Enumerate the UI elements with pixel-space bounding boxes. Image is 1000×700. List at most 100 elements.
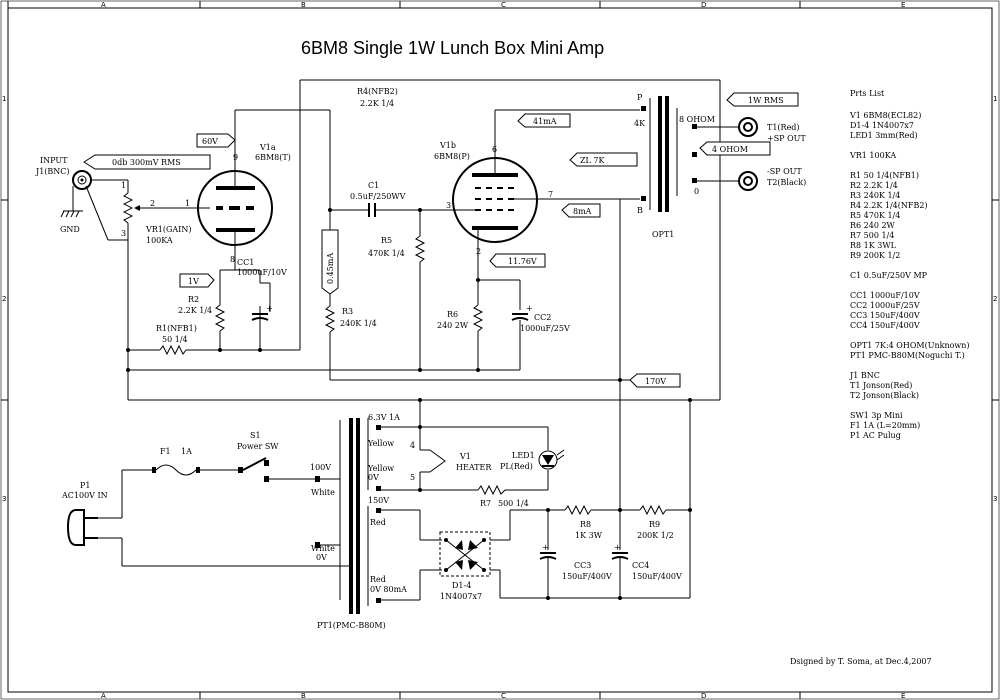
pt-150v: 150V — [368, 496, 389, 505]
fuse-name: F1 — [160, 447, 171, 456]
pt-red-2: Red — [370, 575, 386, 584]
bridge-rectifier: D1-4 1N4007x7 — [439, 531, 491, 601]
pt-yellow-2: Yellow — [367, 464, 394, 473]
parts-list-line: P1 AC Pulug — [850, 431, 901, 440]
v1a-pin9: 9 — [233, 153, 238, 162]
heater-symbol — [429, 449, 446, 473]
cc3-name: CC3 — [574, 561, 591, 570]
v1b-screen-flag-shape — [561, 203, 601, 218]
v1a-pin1: 1 — [185, 199, 190, 208]
grid-row-1-left: 1 — [2, 95, 6, 103]
cc2-value: 1000uF/25V — [520, 324, 570, 333]
r1-name: R1(NFB1) — [156, 324, 197, 333]
vr1-pin3: 3 — [121, 229, 126, 238]
v1a-plate-flag: 60V — [202, 137, 218, 146]
parts-list-line: LED1 3mm(Red) — [850, 131, 918, 140]
cc3-capacitor: + — [539, 543, 557, 560]
pt-red-1: Red — [370, 518, 386, 527]
svg-text:+: + — [542, 543, 549, 552]
r5-name: R5 — [381, 236, 392, 245]
diode-value: 1N4007x7 — [440, 592, 482, 601]
vr1-name: VR1(GAIN) — [145, 225, 191, 234]
gnd-symbol: GND — [60, 186, 83, 234]
sheet-border — [7, 7, 993, 693]
parts-list-line: T1 Jonson(Red) — [850, 381, 912, 390]
r2-resistor — [214, 304, 226, 332]
r6-name: R6 — [447, 310, 458, 319]
r2-name: R2 — [188, 295, 199, 304]
pt-heater-0v: 0V — [368, 473, 379, 482]
cc1-capacitor: + — [251, 304, 273, 321]
heater-pin5: 5 — [410, 473, 415, 482]
r9-resistor — [639, 504, 667, 516]
r5-value: 470K 1/4 — [368, 249, 405, 258]
parts-list-line: R6 240 2W — [850, 221, 896, 230]
parts-list: Prts List V1 6BM8(ECL82)D1-4 1N4007x7LED… — [849, 89, 970, 440]
v1b-pin2: 2 — [476, 247, 481, 256]
led-label: PL(Red) — [500, 462, 533, 471]
b-plus-flag-shape — [629, 373, 681, 388]
grid-row-1-right: 1 — [993, 95, 997, 103]
svg-text:+: + — [266, 304, 273, 313]
t1-speaker-terminal — [738, 117, 758, 137]
opt1-p-value: 4K — [634, 119, 646, 128]
plug-name: P1 — [80, 481, 90, 490]
fuse-value: 1A — [181, 447, 192, 456]
grid-col-b-bottom: B — [301, 692, 306, 700]
schematic-title: 6BM8 Single 1W Lunch Box Mini Amp — [301, 38, 604, 58]
fuse-f1: F1 1A — [152, 447, 200, 476]
parts-list-line: R3 240K 1/4 — [850, 191, 900, 200]
parts-list-line: J1 BNC — [849, 371, 880, 380]
v1b-pentode: 6 3 7 2 V1b 6BM8(P) — [434, 141, 553, 256]
power-switch-s1: S1 Power SW — [237, 431, 279, 482]
grid-row-2-left: 2 — [2, 295, 6, 303]
heater-name: V1 — [459, 452, 471, 461]
vr1-pin1: 1 — [121, 181, 126, 190]
v1b-type: 6BM8(P) — [434, 152, 470, 161]
cc4-value: 150uF/400V — [632, 572, 682, 581]
r1-resistor — [159, 344, 187, 356]
parts-list-heading: Prts List — [850, 89, 885, 98]
grid-col-a-bottom: A — [101, 692, 106, 700]
r2-value: 2.2K 1/4 — [178, 306, 212, 315]
grid-col-b-top: B — [301, 1, 306, 9]
r3-name: R3 — [342, 307, 353, 316]
c1-capacitor — [368, 203, 376, 217]
parts-list-line: CC4 150uF/400V — [850, 321, 920, 330]
r7-resistor — [477, 484, 506, 496]
pt1-name: PT1(PMC-B80M) — [317, 621, 386, 630]
grid-row-3-right: 3 — [993, 495, 997, 503]
pt-white-1: White — [311, 488, 335, 497]
v1b-cathode-flag: 11.76V — [508, 257, 537, 266]
cc2-name: CC2 — [534, 313, 551, 322]
parts-list-line: R8 1K 3WL — [850, 241, 897, 250]
parts-list-line: C1 0.5uF/250V MP — [850, 271, 928, 280]
v1b-plate-flag-shape — [517, 113, 571, 128]
diode-name: D1-4 — [452, 581, 471, 590]
cc2-capacitor: + — [511, 304, 533, 321]
sp-plus-label: +SP OUT — [767, 134, 806, 143]
t1-label: T1(Red) — [767, 123, 800, 132]
r8-value: 1K 3W — [575, 531, 603, 540]
pt-heater-rating: 6.3V 1A — [368, 413, 400, 422]
input-jack: INPUT J1(BNC) — [35, 156, 92, 190]
grid-col-a-top: A — [101, 1, 106, 9]
v1b-plate-current: 41mA — [533, 117, 557, 126]
cc1-name: CC1 — [237, 258, 254, 267]
parts-list-line: R4 2.2K 1/4(NFB2) — [850, 201, 928, 210]
cc4-name: CC4 — [632, 561, 649, 570]
opt1-zero: 0 — [694, 187, 699, 196]
heater-pin4: 4 — [410, 441, 415, 450]
grid-col-e-bottom: E — [901, 692, 905, 700]
parts-list-line: R1 50 1/4(NFB1) — [850, 171, 919, 180]
led1-indicator — [538, 449, 565, 470]
r6-resistor — [472, 304, 484, 332]
grid-col-d-top: D — [701, 1, 706, 9]
plug-label: AC100V IN — [61, 491, 108, 500]
parts-list-line: OPT1 7K:4 OHOM(Unknown) — [850, 341, 970, 350]
input-jack-name: J1(BNC) — [35, 167, 70, 176]
r7-name: R7 — [480, 499, 491, 508]
parts-list-line: D1-4 1N4007x7 — [850, 121, 914, 130]
